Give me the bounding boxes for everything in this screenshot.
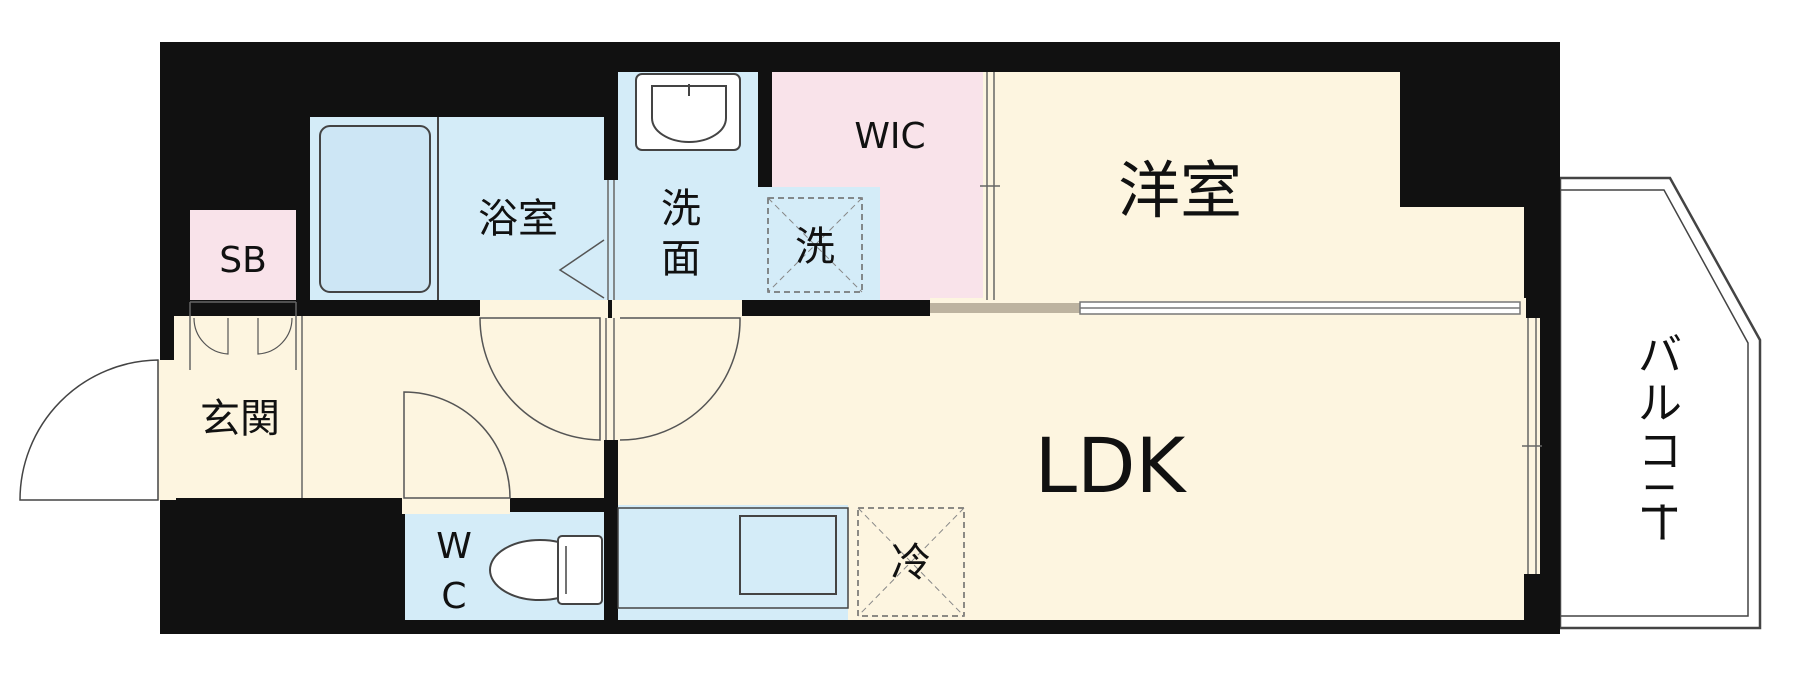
wc-label-bottom: C: [441, 576, 466, 617]
wc-label-top: W: [436, 526, 472, 567]
closet-door-swing-right: [257, 317, 293, 355]
ldk-label: LDK: [1035, 421, 1188, 510]
hallway-area: [302, 316, 604, 498]
entrance-door-swing: [19, 359, 159, 501]
washer-x-2: [767, 197, 863, 293]
balcony-label-1: バ: [1638, 330, 1682, 381]
entrance-door-opening: [158, 360, 176, 500]
kitchen-counter-area: [618, 505, 848, 620]
wic-area: [772, 72, 985, 300]
toilet-tank: [557, 535, 603, 605]
fridge-label: 冷: [891, 540, 931, 586]
ldk-door-swing: [619, 317, 741, 441]
hall-door-swing: [479, 317, 601, 441]
wic-label: WIC: [854, 116, 925, 157]
balcony-label-2: ル: [1638, 378, 1682, 429]
kitchen-sink: [739, 515, 837, 595]
washer-label: 洗: [795, 224, 835, 270]
western-room-area: [998, 72, 1524, 300]
washroom-door-opening: [604, 180, 620, 300]
ldk-door-opening: [612, 300, 742, 318]
entrance-label: 玄関: [200, 396, 280, 442]
wc-door-opening: [402, 498, 510, 514]
balcony-label-3: コ: [1638, 426, 1682, 477]
fridge-box: [857, 507, 965, 617]
fridge-x-2: [857, 507, 965, 617]
western-room-label: 洋室: [1118, 154, 1242, 227]
balcony-label-4: ニ: [1638, 474, 1682, 525]
closet-door-swing-left: [193, 317, 229, 355]
kitchen-counter: [617, 507, 849, 609]
washer-area: [758, 187, 880, 300]
washer-box: [767, 197, 863, 293]
wc-door-swing: [403, 391, 511, 499]
sb-label: SB: [219, 240, 267, 281]
ldk-hall-opening: [602, 318, 620, 440]
entrance-area: [174, 316, 302, 498]
sb-area: [190, 210, 296, 300]
washroom-label-top: 洗: [661, 186, 701, 232]
bath-door-triangle: [558, 239, 605, 299]
washroom-label-bottom: 面: [661, 236, 701, 282]
bathtub: [319, 125, 431, 293]
hall-door-opening: [480, 300, 608, 318]
washer-x-1: [767, 197, 863, 293]
wash-basin-bowl: [651, 85, 727, 143]
ldk-dotted-panel: [930, 303, 1080, 313]
balcony-label-5: ー: [1635, 500, 1686, 544]
bath-label: 浴室: [478, 196, 558, 242]
